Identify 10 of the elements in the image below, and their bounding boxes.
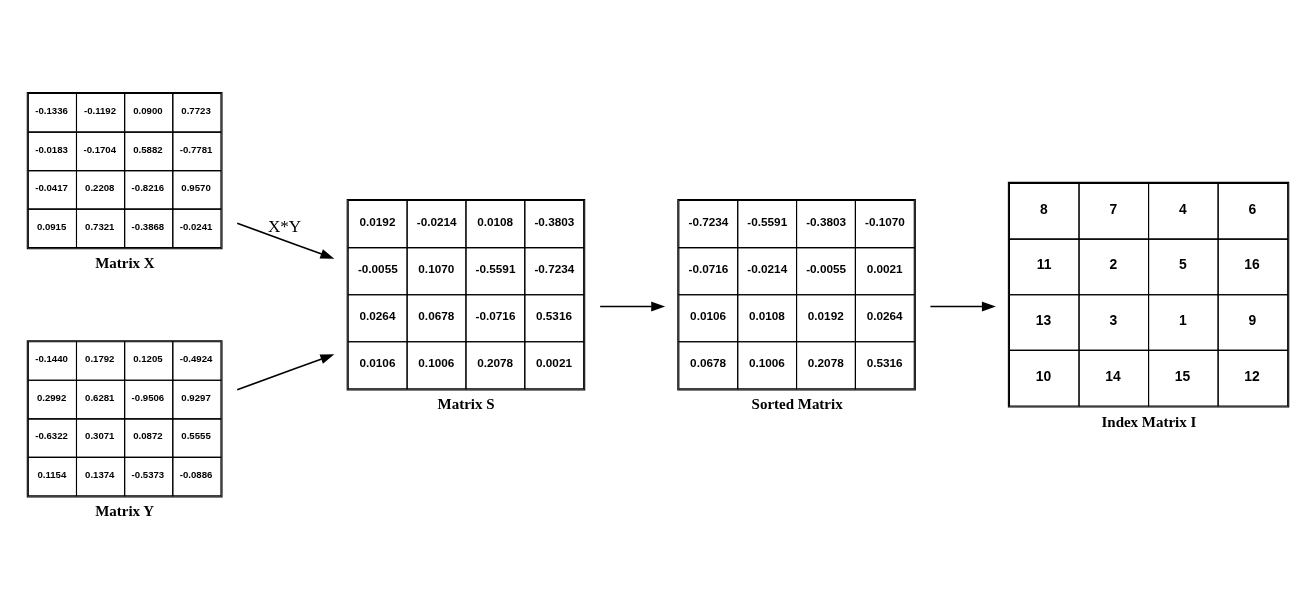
arrow [236, 354, 335, 391]
node-label: Index Matrix I [1101, 413, 1197, 430]
edge-label: X*Y [267, 217, 302, 237]
arrow [236, 222, 335, 259]
node-label: Matrix S [437, 396, 495, 413]
node-label: Sorted Matrix [751, 396, 843, 413]
arrow [929, 301, 996, 312]
node-label: Matrix Y [95, 503, 155, 520]
node-label: Matrix X [95, 255, 155, 272]
arrow [599, 301, 666, 312]
